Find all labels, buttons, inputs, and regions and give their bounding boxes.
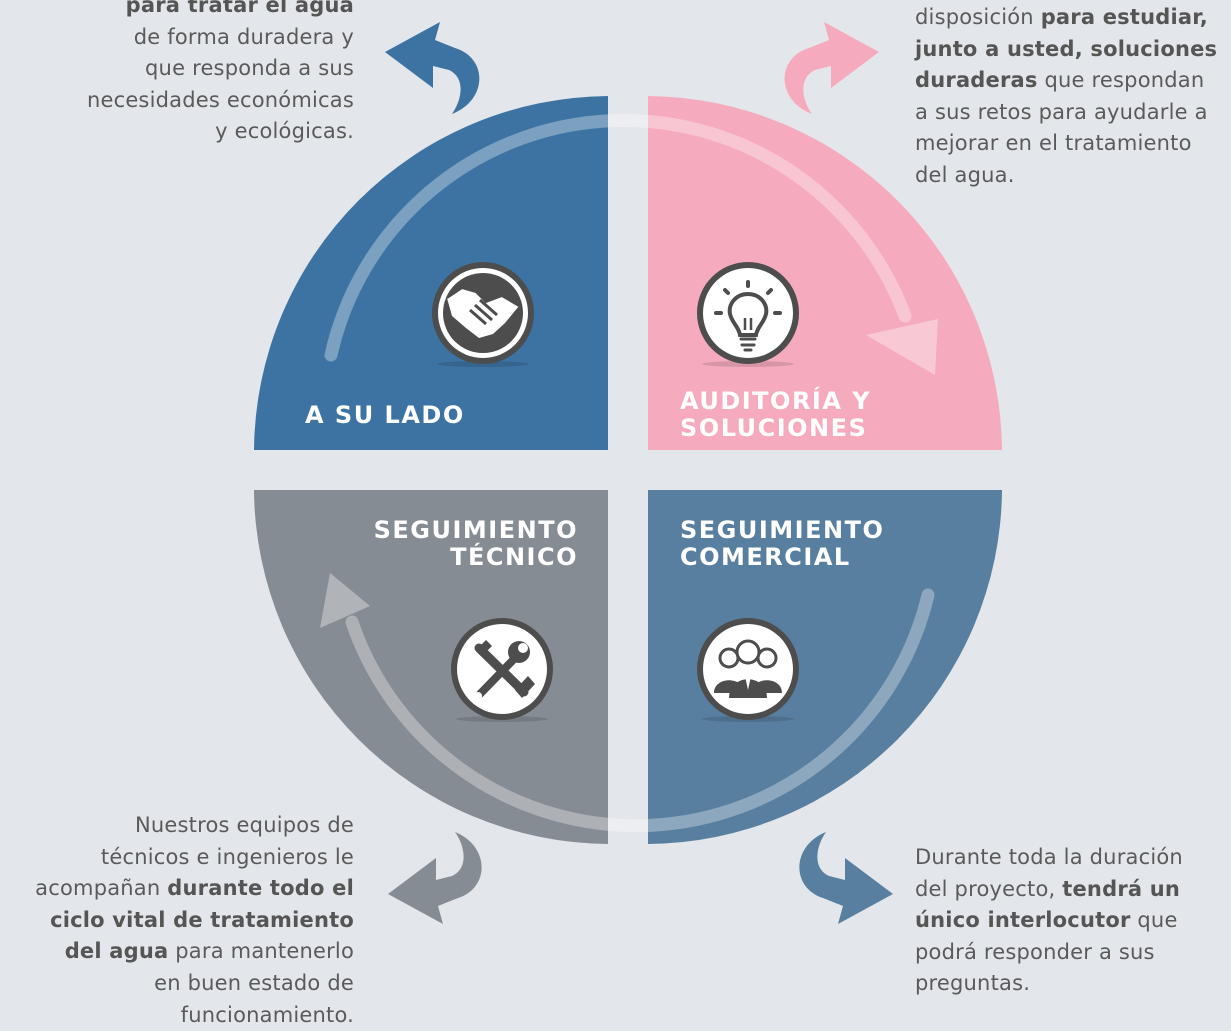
- bold-text: para estudiar,: [1040, 5, 1208, 29]
- description-line: del agua para mantenerlo: [35, 936, 354, 968]
- text: disposición: [915, 5, 1041, 29]
- cycle-arrowhead-bottom-left: [320, 573, 370, 628]
- lightbulb-icon: [697, 262, 799, 367]
- curved-arrow-top-left: [385, 22, 480, 114]
- text: Nuestros equipos de: [135, 813, 354, 837]
- description-line: Nuestros equipos de: [35, 810, 354, 842]
- bold-text: duraderas: [915, 68, 1038, 93]
- text: y ecológicas.: [215, 119, 354, 144]
- text: de forma duradera y: [133, 24, 354, 49]
- text: en buen estado de: [154, 970, 354, 995]
- label-auditoria-soluciones: AUDITORÍA Y SOLUCIONES: [680, 387, 872, 442]
- quadrant-bottom-left: [254, 490, 608, 844]
- description-line: funcionamiento.: [35, 1000, 354, 1031]
- description-line: del agua.: [915, 160, 1217, 192]
- curved-arrow-bottom-left: [388, 832, 482, 924]
- description-seguimiento-tecnico: Nuestros equipos de técnicos e ingenieros…: [35, 810, 354, 1031]
- quadrant-top-left: [254, 96, 608, 450]
- cycle-arrowhead-top-right: [866, 319, 938, 375]
- description-a-su-lado: para tratar el agua de forma duradera y qu…: [87, 0, 354, 148]
- description-seguimiento-comercial: Durante toda la duración del proyecto, te…: [915, 842, 1183, 1000]
- description-line: ciclo vital de tratamiento: [35, 905, 354, 937]
- description-line: podrá responder a sus: [915, 937, 1183, 969]
- bold-text: único interlocutor: [915, 908, 1131, 933]
- description-line: del proyecto, tendrá un: [915, 874, 1183, 906]
- tools-icon: [451, 618, 553, 722]
- bold-text: para tratar el agua: [125, 0, 354, 17]
- bold-text: ciclo vital de tratamiento: [50, 907, 354, 932]
- text: preguntas.: [915, 971, 1031, 996]
- team-icon: [697, 618, 799, 722]
- text: técnicos e ingenieros le: [100, 844, 354, 869]
- description-line: Durante toda la duración: [915, 842, 1183, 874]
- bold-text: durante todo el: [167, 876, 354, 901]
- description-line: necesidades económicas: [87, 85, 354, 117]
- description-line: disposición para estudiar,: [915, 2, 1217, 34]
- description-line: mejorar en el tratamiento: [915, 128, 1217, 160]
- cycle-arc-bottom: [345, 588, 935, 833]
- text: que respondan: [1037, 68, 1205, 93]
- text: mejorar en el tratamiento: [915, 131, 1192, 156]
- text: que: [1130, 908, 1178, 933]
- description-line: preguntas.: [915, 968, 1183, 1000]
- bold-text: del agua: [64, 939, 169, 964]
- curved-arrow-bottom-right: [799, 832, 893, 924]
- text: funcionamiento.: [180, 1002, 354, 1027]
- description-auditoria: disposición para estudiar,junto a usted,…: [915, 2, 1217, 192]
- text: que responda a sus: [145, 56, 354, 81]
- label-seguimiento-comercial: SEGUIMIENTO COMERCIAL: [680, 516, 885, 571]
- bold-text: tendrá un: [1062, 876, 1181, 901]
- label-seguimiento-tecnico: SEGUIMIENTO TÉCNICO: [373, 516, 578, 571]
- description-line: para tratar el agua: [87, 0, 354, 22]
- quadrant-bottom-right: [648, 490, 1002, 844]
- description-line: acompañan durante todo el: [35, 873, 354, 905]
- text: Durante toda la duración: [915, 845, 1183, 869]
- text: necesidades económicas: [86, 87, 354, 112]
- description-line: duraderas que respondan: [915, 65, 1217, 97]
- text: a sus retos para ayudarle a: [915, 99, 1208, 124]
- text: acompañan: [35, 876, 168, 901]
- cycle-arc-top: [324, 114, 912, 362]
- description-line: único interlocutor que: [915, 905, 1183, 937]
- text: para mantenerlo: [168, 939, 354, 964]
- description-line: a sus retos para ayudarle a: [915, 97, 1217, 129]
- text: del agua.: [915, 162, 1015, 187]
- text: del proyecto,: [915, 876, 1063, 901]
- label-a-su-lado: A SU LADO: [305, 401, 465, 429]
- description-line: y ecológicas.: [87, 116, 354, 148]
- description-line: junto a usted, soluciones: [915, 34, 1217, 66]
- text: podrá responder a sus: [915, 939, 1155, 964]
- description-line: que responda a sus: [87, 53, 354, 85]
- handshake-icon: [432, 262, 534, 367]
- curved-arrow-top-right: [784, 22, 879, 114]
- description-line: en buen estado de: [35, 968, 354, 1000]
- bold-text: junto a usted, soluciones: [915, 36, 1218, 61]
- description-line: de forma duradera y: [87, 22, 354, 54]
- description-line: técnicos e ingenieros le: [35, 842, 354, 874]
